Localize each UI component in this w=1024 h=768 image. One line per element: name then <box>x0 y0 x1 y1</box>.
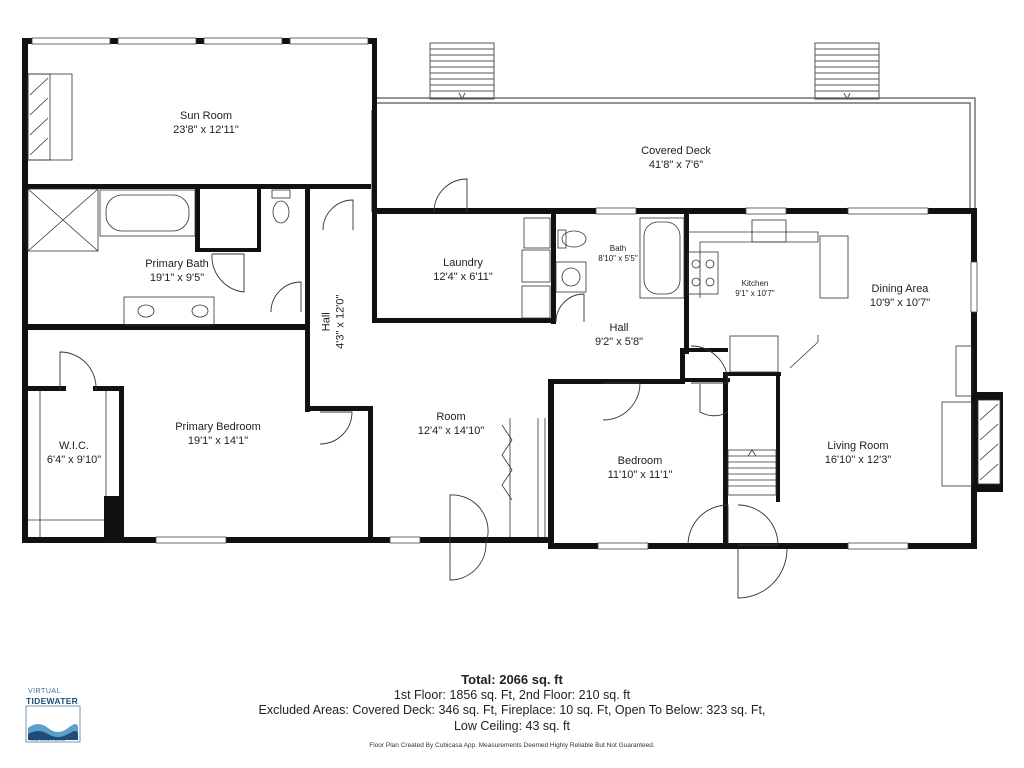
room-dimensions: 12'4" x 6'11" <box>433 270 493 283</box>
floor-areas: 1st Floor: 1856 sq. Ft, 2nd Floor: 210 s… <box>393 687 631 702</box>
logo-wave <box>25 705 81 743</box>
disclaimer: Floor Plan Created By Cubicasa App. Meas… <box>369 742 655 749</box>
walls <box>22 38 1003 549</box>
fireplace <box>941 399 1001 487</box>
room-label-kitchen: Kitchen 9'1" x 10'7" <box>735 279 774 299</box>
room-name: Room <box>436 411 466 423</box>
closet-doors <box>28 391 546 537</box>
total-area: Total: 2066 sq. ft <box>461 672 563 687</box>
room-name: Primary Bedroom <box>175 421 261 433</box>
sun-room-stove <box>27 73 73 161</box>
room-dimensions: 9'1" x 10'7" <box>735 289 775 298</box>
room-dimensions: 10'9" x 10'7" <box>869 296 931 309</box>
windows <box>31 37 978 550</box>
room-dimensions: 4'3" x 12'0" <box>334 294 346 349</box>
room-name: Dining Area <box>871 283 929 295</box>
room-dimensions: 12'4" x 14'10" <box>417 424 485 437</box>
low-ceiling-area: Low Ceiling: 43 sq. ft <box>453 718 571 733</box>
room-dimensions: 6'4" x 9'10" <box>46 453 102 466</box>
doors <box>59 178 788 599</box>
room-label-wic: W.I.C. 6'4" x 9'10" <box>47 440 101 468</box>
room-dimensions: 23'8" x 12'11" <box>173 123 239 136</box>
room-name: W.I.C. <box>59 440 89 452</box>
deck-stairs-right <box>814 42 880 101</box>
room-label-room: Room 12'4" x 14'10" <box>418 411 484 439</box>
room-label-sun-room: Sun Room 23'8" x 12'11" <box>173 110 239 138</box>
room-name: Laundry <box>443 257 483 269</box>
room-label-primary-bath: Primary Bath 19'1" x 9'5" <box>145 258 209 286</box>
interior-stairs <box>727 449 777 496</box>
room-dimensions: 19'1" x 9'5" <box>149 271 205 284</box>
room-label-laundry: Laundry 12'4" x 6'11" <box>433 257 493 285</box>
logo-line-1: VIRTUAL <box>28 688 61 695</box>
room-name: Sun Room <box>180 110 232 122</box>
room-label-dining-area: Dining Area 10'9" x 10'7" <box>870 283 930 311</box>
excluded-areas: Excluded Areas: Covered Deck: 346 sq. Ft… <box>258 703 766 717</box>
room-label-hall: Hall 9'2" x 5'8" <box>595 322 643 350</box>
room-dimensions: 19'1" x 14'1" <box>187 434 249 447</box>
room-dimensions: 8'10" x 5'5" <box>598 254 638 263</box>
room-label-living-room: Living Room 16'10" x 12'3" <box>825 440 891 468</box>
room-dimensions: 16'10" x 12'3" <box>824 453 892 466</box>
room-label-covered-deck: Covered Deck 41'8" x 7'6" <box>641 145 711 173</box>
room-dimensions: 9'2" x 5'8" <box>594 335 644 348</box>
company-logo: VIRTUAL TIDEWATER REAL ESTATE MEDIA <box>24 688 82 744</box>
room-name: Covered Deck <box>641 145 711 157</box>
logo-line-2: TIDEWATER <box>26 696 79 706</box>
room-dimensions: 11'10" x 11'1" <box>607 468 673 481</box>
area-summary: Total: 2066 sq. ft 1st Floor: 1856 sq. F… <box>0 672 1024 734</box>
deck-stairs-left <box>429 42 495 101</box>
room-dimensions: 41'8" x 7'6" <box>648 158 704 171</box>
room-label-bath: Bath 8'10" x 5'5" <box>598 244 637 264</box>
room-name: Bath <box>609 244 627 253</box>
room-label-hall-vertical: Hall 4'3" x 12'0" <box>320 295 348 349</box>
room-name: Primary Bath <box>145 258 209 270</box>
room-label-bedroom: Bedroom 11'10" x 11'1" <box>608 455 673 483</box>
room-name: Kitchen <box>741 279 769 288</box>
fixtures <box>27 188 973 397</box>
room-name: Hall <box>320 312 333 332</box>
room-label-primary-bedroom: Primary Bedroom 19'1" x 14'1" <box>175 421 261 449</box>
room-name: Hall <box>609 322 629 334</box>
logo-line-3: REAL ESTATE MEDIA <box>30 738 66 742</box>
room-name: Bedroom <box>617 455 663 467</box>
room-name: Living Room <box>827 440 889 452</box>
